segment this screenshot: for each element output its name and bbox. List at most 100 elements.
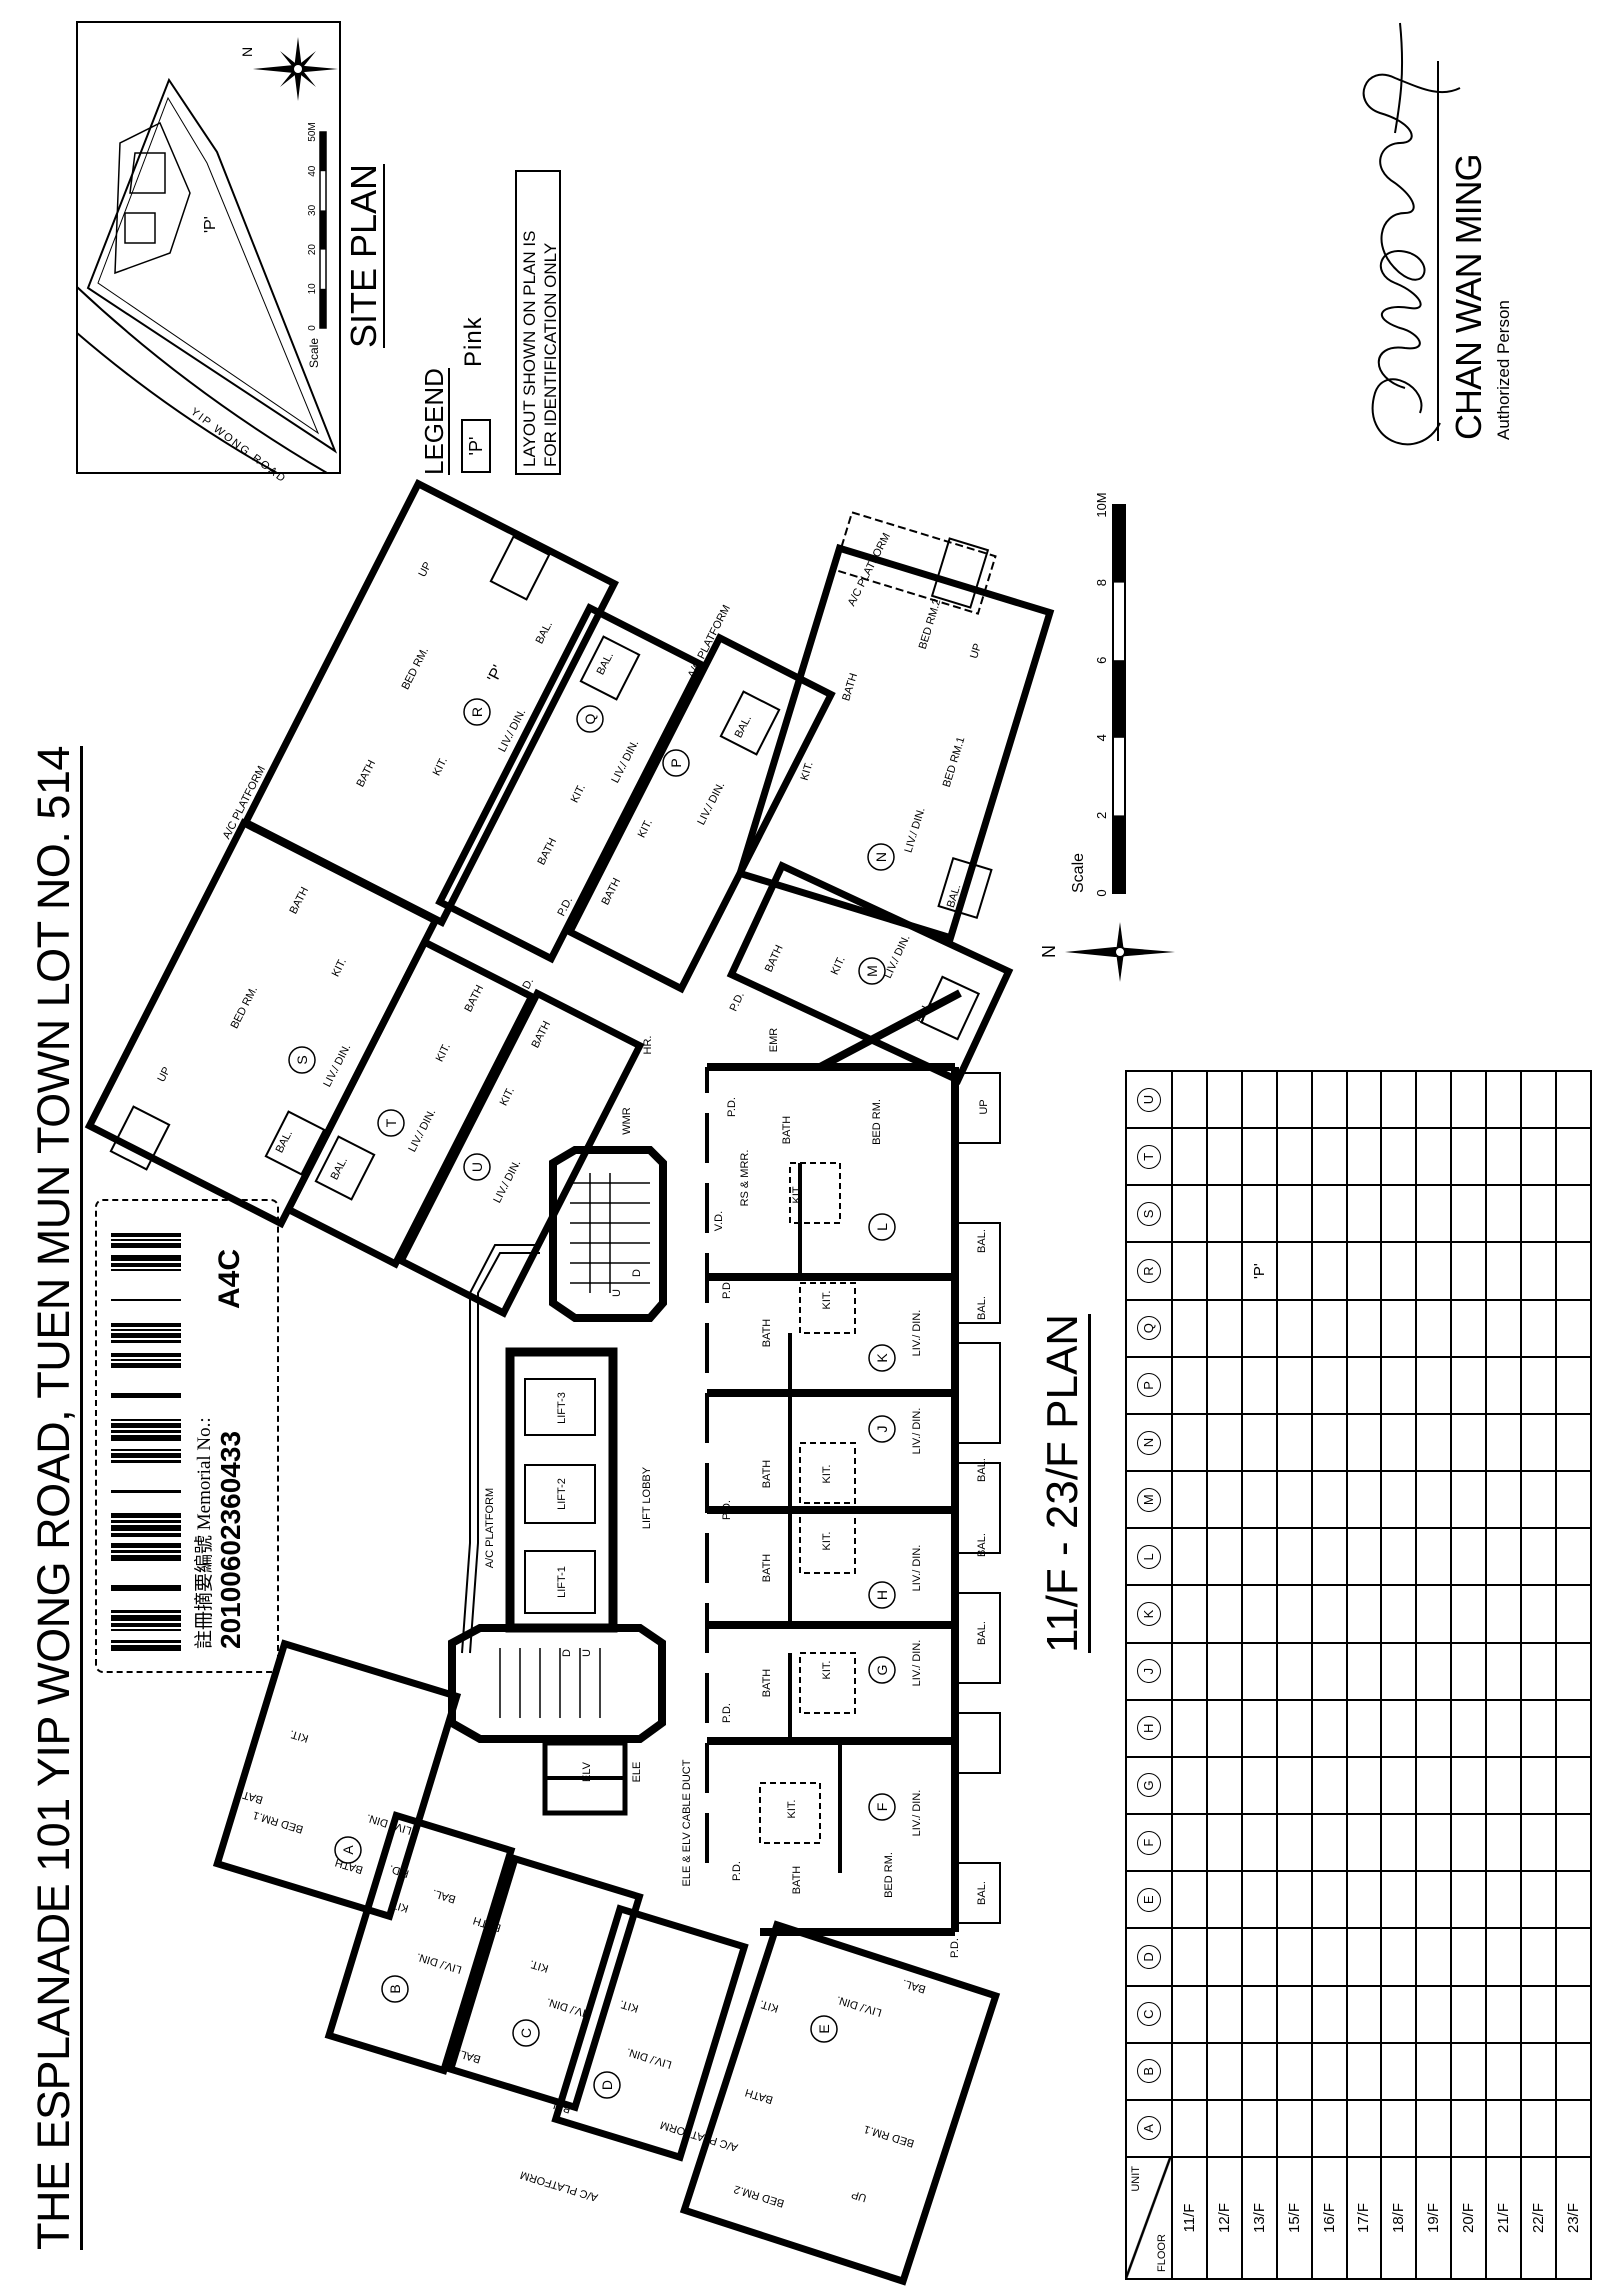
- table-cell: [1555, 1814, 1591, 1872]
- signature-line: [1437, 61, 1439, 441]
- unit-circle: [463, 698, 491, 726]
- table-row: 21/F: [1486, 1071, 1522, 2279]
- room-label-stair-down: D: [561, 1649, 573, 1657]
- room-label-kit: KIT.: [288, 1727, 310, 1744]
- table-cell: [1486, 1128, 1522, 1186]
- unit-letter: Q: [582, 713, 598, 724]
- unit-marker-s: S: [288, 1046, 316, 1074]
- table-cell: [1451, 1928, 1487, 1986]
- unit-circle-label: S: [1137, 1201, 1161, 1226]
- floor-label: 21/F: [1486, 2157, 1522, 2279]
- table-cell: [1521, 1642, 1556, 1700]
- table-row: 19/F: [1416, 1071, 1452, 2279]
- table-row: 13/F'P': [1241, 1071, 1277, 2279]
- table-row: 22/F: [1521, 1071, 1556, 2279]
- table-cell: [1311, 1814, 1347, 1872]
- walls: [84, 479, 1055, 2286]
- table-cell: [1555, 1699, 1591, 1757]
- table-cell: [1172, 1814, 1207, 1872]
- plan-title: 11/F - 23/F PLAN: [1038, 1313, 1091, 1653]
- table-cell: [1416, 1185, 1452, 1243]
- table-cell: [1311, 1128, 1347, 1186]
- table-cell: [1172, 1528, 1207, 1586]
- room-label-rs-mrr: RS & MRR.: [739, 1150, 751, 1207]
- unit-circle: [381, 1975, 409, 2003]
- room-label-liv-din: LIV./ DIN.: [695, 780, 727, 827]
- table-cell: [1276, 1299, 1312, 1357]
- table-cell: [1555, 2042, 1591, 2100]
- unit-circle: [868, 1581, 896, 1609]
- room-label-bal: BAL.: [274, 1128, 296, 1155]
- table-cell: [1346, 1928, 1382, 1986]
- table-cell: [1241, 1699, 1277, 1757]
- room-label-pd: P.D.: [721, 1279, 733, 1299]
- room-label-bath: BATH: [761, 1554, 773, 1583]
- room-label-liv-din: LIV./ DIN.: [321, 1042, 353, 1089]
- column-header-unit-b: B: [1126, 2042, 1172, 2100]
- room-label-vd: V.D.: [713, 1211, 725, 1231]
- barcode-bar: [111, 1263, 181, 1267]
- column-header-unit-f: F: [1126, 1814, 1172, 1872]
- table-cell: [1486, 1699, 1522, 1757]
- table-cell: [1172, 1299, 1207, 1357]
- plan-north-label: N: [1039, 945, 1059, 958]
- unit-marker-p: P: [662, 749, 690, 777]
- table-cell: [1276, 1185, 1312, 1243]
- barcode-bar: [111, 1353, 181, 1357]
- barcode-bar: [111, 1393, 181, 1398]
- room-label-liv-din: LIV./ DIN.: [406, 1107, 438, 1154]
- table-cell: [1555, 1471, 1591, 1529]
- barcode-bar: [111, 1359, 181, 1361]
- table-cell: [1486, 1299, 1522, 1357]
- plan-scale-tick: 10M: [1094, 492, 1109, 517]
- unit-letter: U: [469, 1162, 485, 1172]
- room-label-liv-din: LIV./ DIN.: [625, 2045, 673, 2070]
- barcode-bar: [111, 1623, 181, 1627]
- unit-circle: [858, 957, 886, 985]
- table-cell: [1381, 1756, 1417, 1815]
- lift-core: [448, 1146, 667, 1816]
- unit-marker-g: G: [868, 1656, 896, 1684]
- unit-circle: [463, 1153, 491, 1181]
- room-label-bath: BATH: [744, 2086, 775, 2106]
- unit-circle-label: J: [1137, 1659, 1161, 1684]
- table-cell: [1311, 1985, 1347, 2043]
- table-cell: [1172, 1356, 1207, 1414]
- table-cell: [1346, 1128, 1382, 1186]
- table-cell: [1172, 1928, 1207, 1986]
- barcode-bar: [111, 1460, 181, 1463]
- room-label-liv-din: LIV./ DIN.: [835, 1993, 883, 2018]
- floor-label: 12/F: [1206, 2157, 1242, 2279]
- room-label-liv-din: LIV./ DIN.: [911, 1310, 923, 1357]
- table-cell: [1276, 1471, 1312, 1529]
- plan-north-arrow: N: [1039, 922, 1175, 982]
- table-row: 20/F: [1451, 1071, 1487, 2279]
- table-cell: [1241, 1871, 1277, 1929]
- table-cell: [1451, 1699, 1487, 1757]
- barcode-bar: [111, 1255, 181, 1261]
- table-cell: [1381, 1299, 1417, 1357]
- site-marker: 'P': [202, 216, 219, 233]
- table-cell: [1451, 1185, 1487, 1243]
- registration-stamp: 註冊摘要編號 Memorial No.: 20100602360433 A4C: [95, 1199, 279, 1673]
- table-cell: [1381, 1413, 1417, 1472]
- plan-scale-label: Scale: [1070, 853, 1087, 893]
- room-label-bal: BAL.: [595, 650, 617, 677]
- room-label-bath: BATH: [761, 1669, 773, 1698]
- table-cell: [1276, 1699, 1312, 1757]
- table-cell: [1311, 1756, 1347, 1815]
- table-cell: [1451, 1585, 1487, 1643]
- table-cell: [1486, 1985, 1522, 2043]
- table-cell: [1416, 1471, 1452, 1529]
- table-cell: [1311, 1642, 1347, 1700]
- table-cell: [1555, 1356, 1591, 1414]
- table-cell: [1521, 1985, 1556, 2043]
- unit-marker-j: J: [868, 1415, 896, 1443]
- room-label-up: UP: [156, 1065, 174, 1084]
- unit-circle: [868, 1793, 896, 1821]
- room-label-liv-din: LIV./ DIN.: [545, 1995, 593, 2020]
- unit-circle: [334, 1836, 362, 1864]
- table-cell: [1555, 1985, 1591, 2043]
- barcode-bar: [111, 1513, 181, 1518]
